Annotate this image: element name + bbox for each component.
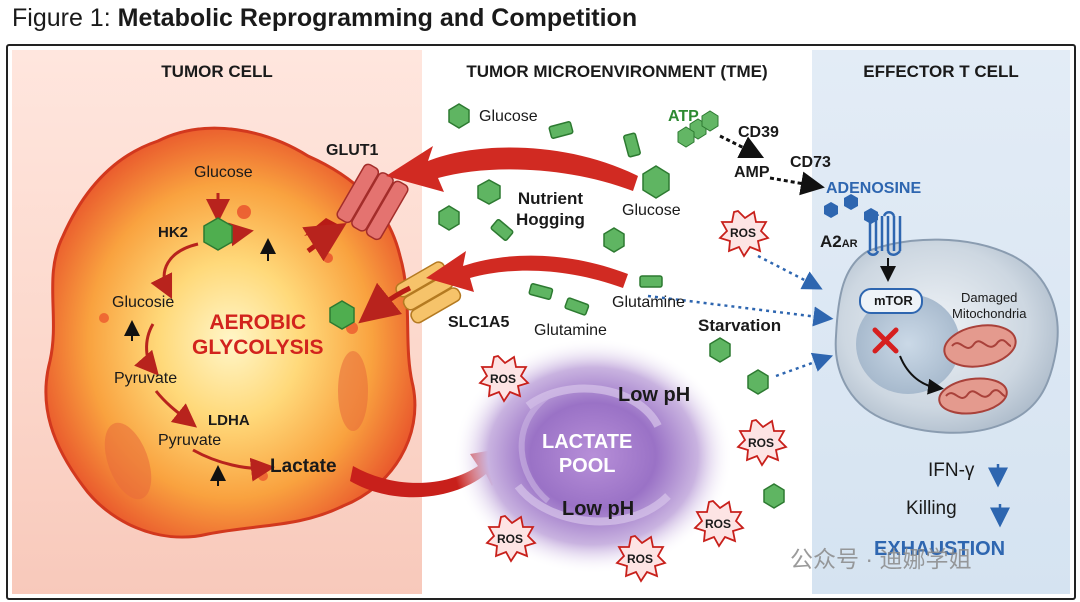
figure-prefix: Figure 1:	[12, 4, 111, 32]
cd39-label: CD39	[738, 124, 779, 141]
damaged-mitochondria-label: Damaged Mitochondria	[952, 290, 1026, 322]
lactate-label: Lactate	[270, 456, 337, 477]
mtor-label: mTOR	[874, 293, 913, 308]
up-arrows	[124, 238, 276, 486]
tme-glutamine-label-a: Glutamine	[612, 294, 685, 311]
a2ar-subscript: AR	[841, 238, 858, 250]
glycolysis-label: GLYCOLYSIS	[192, 336, 324, 359]
hk2-enzyme-icon	[203, 217, 233, 251]
amp-adenosine-arrow	[769, 171, 825, 196]
a2ar-receptor-icon	[866, 211, 902, 256]
ros-bursts	[478, 210, 788, 583]
tumor-panel-header: TUMOR CELL	[161, 62, 273, 81]
exhaustion-label: EXHAUSTION	[874, 538, 1006, 560]
atp-hexagons	[677, 110, 719, 148]
figure-title: Figure 1: Metabolic Reprogramming and Co…	[12, 4, 637, 33]
killing-label: Killing	[906, 498, 957, 519]
nutrient-label: Nutrient	[517, 189, 584, 208]
glucosie-label: Glucosie	[112, 294, 175, 311]
watermark: 公众号 · 迪娜学姐	[790, 546, 972, 572]
a2ar-main: A2	[820, 232, 842, 251]
inhibition-x-icon	[872, 327, 899, 354]
tme-glucose-label-b: Glucose	[622, 202, 681, 219]
glut1-label: GLUT1	[326, 142, 379, 159]
aerobic-label: AEROBIC	[209, 311, 307, 334]
mtor-mito-arrow	[899, 355, 944, 395]
atp-label: ATP	[668, 108, 699, 125]
figure-frame: TUMOR CELL TUMOR MICROENVIRONMENT (TME) …	[6, 44, 1076, 600]
aerobic-glycolysis-label: AEROBIC GLYCOLYSIS	[192, 310, 324, 360]
adenosine-label: ADENOSINE	[826, 180, 922, 197]
down-arrows	[988, 464, 1010, 528]
lactate-pool-label: LACTATE POOL	[542, 430, 632, 478]
low-ph-label-1: Low pH	[618, 384, 691, 406]
a2ar-label: A2AR	[820, 232, 858, 252]
glycolysis-arrows	[134, 193, 275, 482]
tme-glutamine-label-b: Glutamine	[534, 322, 607, 339]
tme-glucose-label-a: Glucose	[479, 108, 538, 125]
slc1a5-label: SLC1A5	[448, 314, 510, 331]
damaged-label: Damaged	[961, 290, 1018, 305]
figure-title-text: Metabolic Reprogramming and Competition	[117, 4, 638, 32]
tumor-glucose-label: Glucose	[194, 164, 253, 181]
glutamine-hexagon-icon	[329, 300, 355, 330]
lactate-pool-line2: POOL	[558, 455, 616, 477]
pyruvate-label-2: Pyruvate	[158, 432, 222, 449]
lactate-pool-line1: LACTATE	[542, 431, 633, 453]
damaged-mitochondria-icon	[938, 324, 1017, 415]
lactate-pool	[453, 338, 733, 574]
tcell-panel-header: EFFECTOR T CELL	[863, 62, 1019, 81]
ros-label-2: ROS	[490, 372, 517, 386]
mtor-box	[859, 288, 923, 314]
diagram-art	[44, 103, 1059, 583]
ros-label-3: ROS	[748, 436, 775, 450]
starvation-arrows	[647, 254, 834, 378]
starvation-label: Starvation	[698, 316, 782, 335]
tme-glutamine-molecules	[490, 121, 663, 316]
pyruvate-label-1: Pyruvate	[114, 370, 178, 387]
ldha-label: LDHA	[208, 412, 250, 429]
adenosine-icons	[824, 194, 878, 224]
hk2-label: HK2	[158, 224, 189, 241]
cd73-label: CD73	[790, 154, 831, 171]
ros-label-6: ROS	[627, 552, 654, 566]
hogging-label: Hogging	[516, 210, 585, 229]
nutrient-hogging-label: Nutrient Hogging	[516, 188, 585, 230]
ros-label-1: ROS	[730, 226, 757, 240]
tme-panel-header: TUMOR MICROENVIRONMENT (TME)	[466, 62, 768, 81]
mitochondria-label: Mitochondria	[952, 306, 1027, 321]
low-ph-label-2: Low pH	[562, 498, 635, 520]
ifn-gamma-label: IFN-γ	[928, 460, 975, 481]
ros-label-5: ROS	[705, 517, 732, 531]
amp-label: AMP	[734, 164, 770, 181]
ros-label-4: ROS	[497, 532, 524, 546]
tme-glucose-molecules	[438, 103, 785, 509]
